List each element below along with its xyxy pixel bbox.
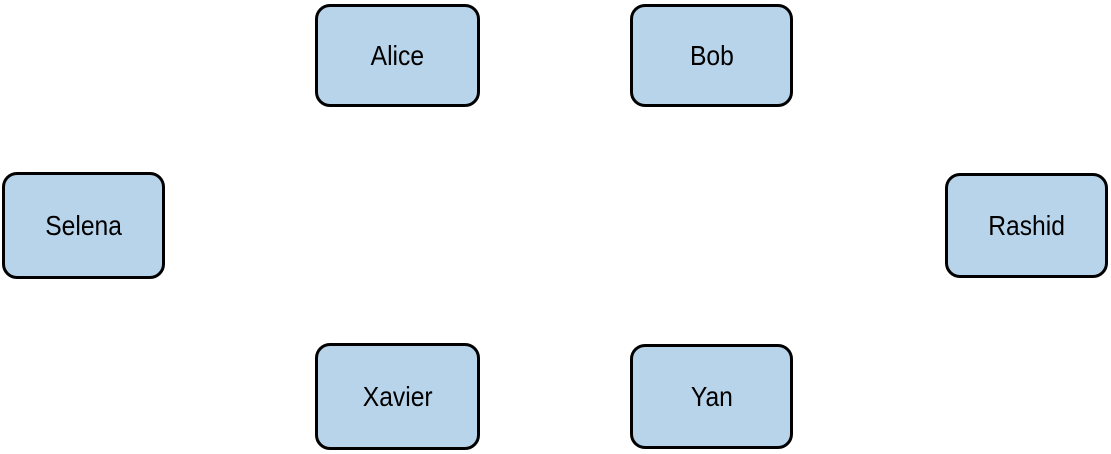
node-label: Xavier: [362, 380, 433, 412]
node-label: Rashid: [988, 209, 1065, 241]
node-bob: Bob: [630, 4, 793, 107]
node-rashid: Rashid: [945, 173, 1108, 278]
node-selena: Selena: [2, 172, 165, 279]
node-yan: Yan: [630, 344, 793, 449]
node-label: Selena: [45, 209, 122, 241]
node-label: Bob: [689, 39, 734, 71]
node-xavier: Xavier: [315, 343, 480, 450]
node-label: Alice: [370, 39, 425, 71]
node-alice: Alice: [315, 4, 480, 107]
node-label: Yan: [690, 380, 733, 412]
